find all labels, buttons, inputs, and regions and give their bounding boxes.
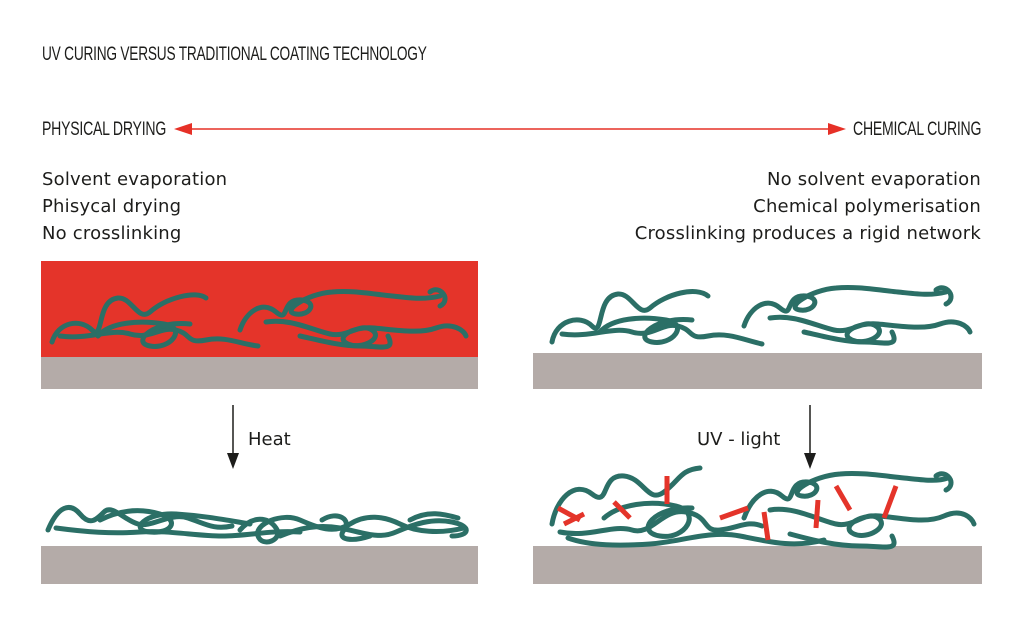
substrate (41, 546, 478, 584)
chemical-curing-label: CHEMICAL CURING (852, 119, 981, 140)
arrow-down-icon (804, 405, 816, 469)
substrate (41, 357, 478, 389)
physical-drying-label: PHYSICAL DRYING (42, 119, 167, 140)
diagram-title: UV CURING VERSUS TRADITIONAL COATING TEC… (42, 44, 427, 65)
desc-line: Chemical polymerisation (753, 196, 981, 217)
desc-line: Phisycal drying (42, 196, 182, 217)
uv-light-label: UV - light (697, 429, 781, 450)
crosslinks (556, 476, 899, 541)
chemical-curing-description: No solvent evaporation Chemical polymeri… (635, 166, 981, 247)
desc-line: Crosslinking produces a rigid network (634, 223, 981, 244)
double-arrow-icon (174, 123, 846, 135)
desc-line: No crosslinking (42, 223, 182, 244)
polymer-chains (45, 504, 469, 545)
substrate (533, 546, 982, 584)
physical-drying-description: Solvent evaporation Phisycal drying No c… (42, 166, 227, 247)
polymer-chains (49, 287, 469, 350)
polymer-chains (549, 465, 977, 550)
desc-line: No solvent evaporation (766, 169, 981, 190)
polymer-chains (549, 285, 973, 347)
substrate (533, 353, 982, 389)
desc-line: Solvent evaporation (42, 169, 228, 190)
heat-label: Heat (248, 429, 291, 450)
arrow-down-icon (227, 405, 239, 469)
